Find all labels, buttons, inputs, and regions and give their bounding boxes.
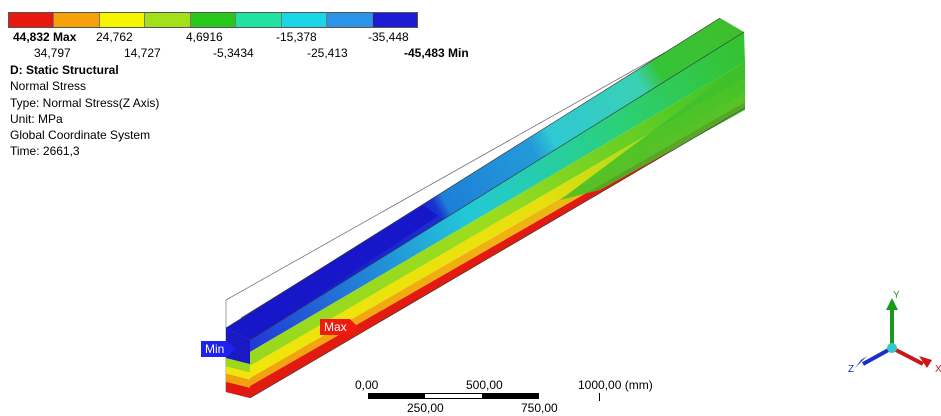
scale-label-0: 0,00 <box>355 378 379 392</box>
legend-top-label-2: 4,6916 <box>186 30 223 44</box>
legend-bottom-label-3: -25,413 <box>307 46 348 60</box>
beam-edge-front <box>249 31 745 341</box>
legend-top-label-0: 44,832 Max <box>13 30 77 44</box>
y-axis-arrow-head <box>886 298 898 310</box>
scale-label-750: 750,00 <box>521 401 558 415</box>
scale-label-500: 500,00 <box>466 378 503 392</box>
scale-segment-2 <box>425 393 482 399</box>
beam-edge-bottom <box>249 107 746 399</box>
legend-bottom-label-4: -45,483 Min <box>404 46 469 60</box>
analysis-title: D: Static Structural <box>10 63 119 77</box>
legend-bottom-label-1: 14,727 <box>124 46 161 60</box>
legend-swatch-0 <box>9 13 55 27</box>
legend-swatch-1 <box>54 13 100 27</box>
beam-end-band-2 <box>226 366 250 380</box>
beam-edge-top <box>225 17 721 329</box>
scale-label-250: 250,00 <box>407 401 444 415</box>
beam-side-band-3 <box>250 78 745 378</box>
legend-swatch-4 <box>190 13 237 27</box>
legend-swatch-5 <box>236 13 282 27</box>
coordinate-system: Global Coordinate System <box>10 128 151 143</box>
scale-segment-1 <box>368 393 425 399</box>
scale-tick-end <box>599 393 600 401</box>
triad-origin <box>887 343 897 353</box>
scale-segment-3 <box>482 393 539 399</box>
legend-top-label-1: 24,762 <box>96 30 133 44</box>
z-axis-label: Z <box>848 364 854 375</box>
legend-color-bar <box>8 12 418 28</box>
result-info-block: D: Static Structural Normal Stress Type:… <box>10 62 159 160</box>
legend-swatch-6 <box>281 13 328 27</box>
x-axis-arrow <box>891 346 924 366</box>
beam-end-band-4 <box>226 382 250 398</box>
legend-swatch-8 <box>372 13 417 27</box>
y-axis-label: Y <box>893 290 900 301</box>
x-axis-arrow-head <box>919 356 932 368</box>
legend-top-label-4: -35,448 <box>368 30 409 44</box>
beam-end-band-1 <box>226 358 250 372</box>
min-probe-label[interactable]: Min <box>201 341 236 357</box>
legend-swatch-7 <box>327 13 373 27</box>
axis-triad[interactable]: Y X Z <box>845 286 941 376</box>
max-probe-label[interactable]: Max <box>320 319 358 335</box>
legend-bottom-label-2: -5,3434 <box>213 46 254 60</box>
z-axis-arrow <box>862 346 893 366</box>
result-unit: Unit: MPa <box>10 111 63 126</box>
beam-side-green-tail <box>560 62 745 200</box>
x-axis-label: X <box>935 364 941 375</box>
result-time: Time: 2661,3 <box>10 144 80 159</box>
beam-end-band-3 <box>226 374 250 388</box>
beam-side-band-1 <box>250 32 745 352</box>
scale-label-1000: 1000,00 (mm) <box>578 378 653 392</box>
result-name: Normal Stress <box>10 79 87 94</box>
stress-color-legend: 44,832 Max 24,762 4,6916 -15,378 -35,448 34,7… <box>8 12 469 60</box>
result-type: Type: Normal Stress(Z Axis) <box>10 95 160 110</box>
z-axis-arrow-head <box>855 356 867 368</box>
legend-bottom-label-0: 34,797 <box>34 46 71 60</box>
legend-swatch-2 <box>99 13 146 27</box>
beam-top-min-region <box>226 205 438 340</box>
legend-top-label-3: -15,378 <box>276 30 317 44</box>
beam-side-band-2 <box>250 62 745 366</box>
legend-swatch-3 <box>145 13 191 27</box>
